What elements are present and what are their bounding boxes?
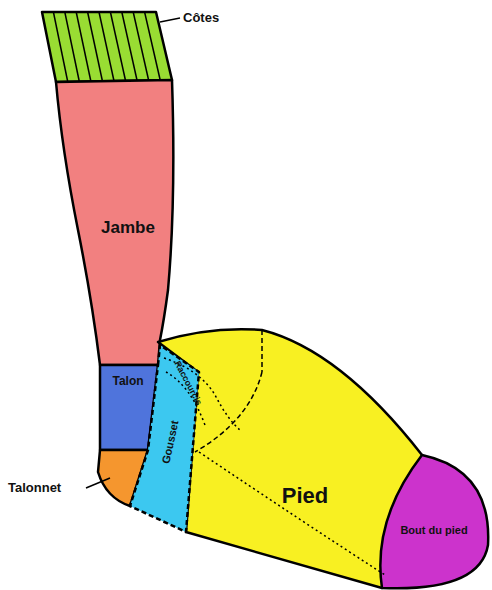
region-box: Jambe <box>99 217 157 239</box>
part-label: Côtes <box>183 10 219 25</box>
rib-stripe <box>76 12 91 81</box>
part-label: Talonnet <box>8 480 61 495</box>
region-box: Bout du pied <box>398 523 469 537</box>
leg-region <box>56 80 173 365</box>
region-box: Pied <box>280 482 330 510</box>
rib-stripe <box>65 12 79 81</box>
leader-lines <box>86 18 180 488</box>
rib-stripe <box>99 12 114 81</box>
region-box: Talon <box>110 373 145 389</box>
rib-stripe <box>145 12 161 81</box>
ribbing-band <box>42 12 172 82</box>
rib-stripe <box>110 12 125 81</box>
seam-lines <box>164 330 385 575</box>
rib-stripe <box>53 12 67 81</box>
rib-stripe <box>88 12 103 81</box>
region-name: Pied <box>282 483 328 509</box>
region-name: Jambe <box>101 218 155 238</box>
ribbing-stripes <box>53 12 160 81</box>
region-name: Bout du pied <box>400 524 467 536</box>
toe-region <box>380 455 488 588</box>
region-name: Talon <box>112 374 143 388</box>
